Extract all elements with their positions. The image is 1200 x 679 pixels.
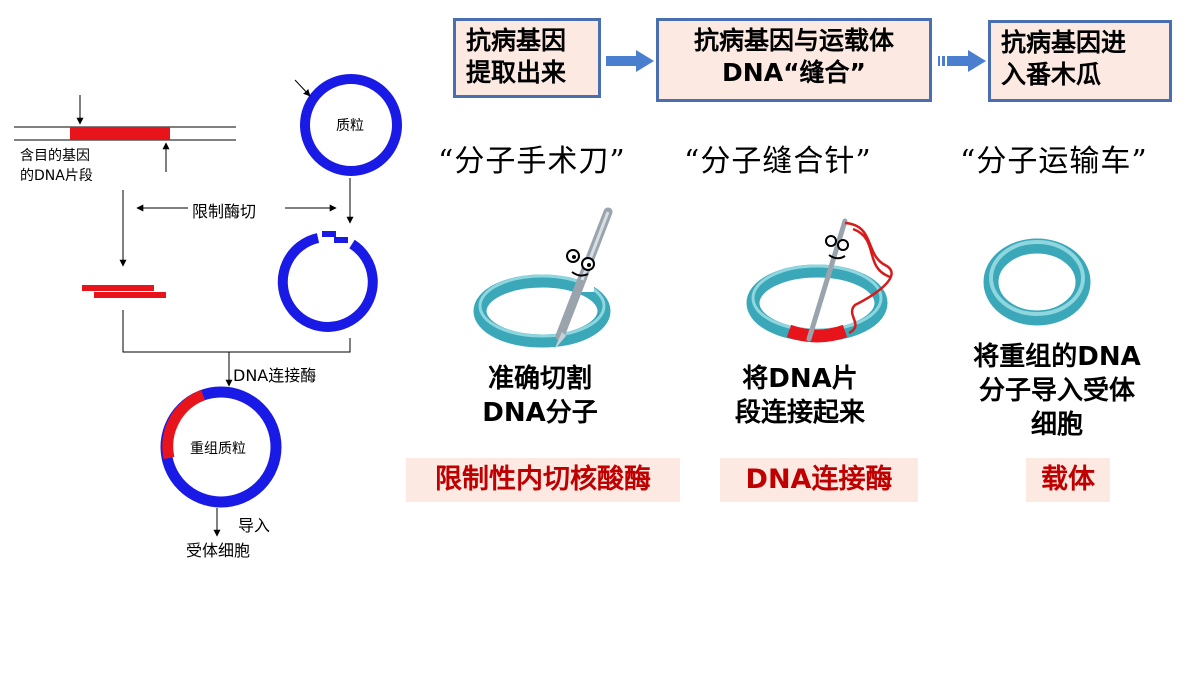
function-carrier-line3: 细胞 [1030,410,1083,440]
restriction-label: 限制酶切 [192,202,257,221]
dna-fragment-label-line1: 含目的基因 [20,148,90,164]
diagram-graphics [14,74,402,537]
flow-step-insert-line2: 入番木瓜 [1001,60,1102,89]
ligation-bracket [122,310,351,353]
function-scalpel: 准确切割 DNA分子 [470,362,610,430]
flow-step-insert: 抗病基因进 入番木瓜 [988,20,1172,102]
function-needle: 将DNA片 段连接起来 [720,362,880,430]
recombinant-label: 重组质粒 [190,441,246,457]
ligase-label: DNA连接酶 [233,366,317,385]
opened-plasmid [277,231,378,332]
genetic-engineering-diagram: 含目的基因 的DNA片段 质粒 限制酶切 DNA连接酶 重组质粒 导入 受体细胞 [0,0,420,675]
flow-step-stitch-line2: DNA“缝合” [722,58,866,87]
nickname-needle: “分子缝合针” [684,144,872,179]
flow-step-extract: 抗病基因 提取出来 [453,18,601,98]
flow-step-extract-line2: 提取出来 [466,58,567,87]
plasmid-cut-arrow [294,79,311,97]
flow-step-stitch-line1: 抗病基因与运载体 [693,26,894,55]
dna-fragment [14,126,236,141]
plasmid-label: 质粒 [336,118,364,134]
flow-arrow-2 [938,50,986,72]
function-scalpel-line1: 准确切割 [487,364,592,394]
enzyme-ligase: DNA连接酶 [720,458,918,502]
function-carrier: 将重组的DNA 分子导入受体 细胞 [950,340,1164,442]
scalpel-icon [473,207,613,350]
function-scalpel-line2: DNA分子 [482,398,598,428]
flow-arrow-1 [606,50,654,72]
needle-icon [746,218,893,343]
plasmid-ring [300,74,402,176]
flow-step-insert-line1: 抗病基因进 [1001,28,1127,57]
nickname-carrier: “分子运输车” [960,144,1148,179]
function-needle-line2: 段连接起来 [734,398,865,428]
dna-fragment-label: 含目的基因 的DNA片段 [20,146,93,186]
function-carrier-line1: 将重组的DNA [973,342,1141,372]
import-label-line2: 受体细胞 [186,541,251,560]
flow-step-extract-line1: 抗病基因 [466,26,567,55]
enzyme-restriction: 限制性内切核酸酶 [406,458,680,502]
enzyme-vector: 载体 [1026,458,1110,502]
cut-fragment [82,285,166,298]
import-label-line1: 导入 [238,516,271,535]
flow-step-stitch: 抗病基因与运载体 DNA“缝合” [656,18,932,102]
function-carrier-line2: 分子导入受体 [978,376,1135,406]
nickname-scalpel: “分子手术刀” [438,144,626,179]
recombinant-plasmid [160,386,282,508]
function-needle-line1: 将DNA片 [742,364,858,394]
ring-icon [983,238,1091,326]
dna-fragment-label-line2: 的DNA片段 [20,168,93,184]
